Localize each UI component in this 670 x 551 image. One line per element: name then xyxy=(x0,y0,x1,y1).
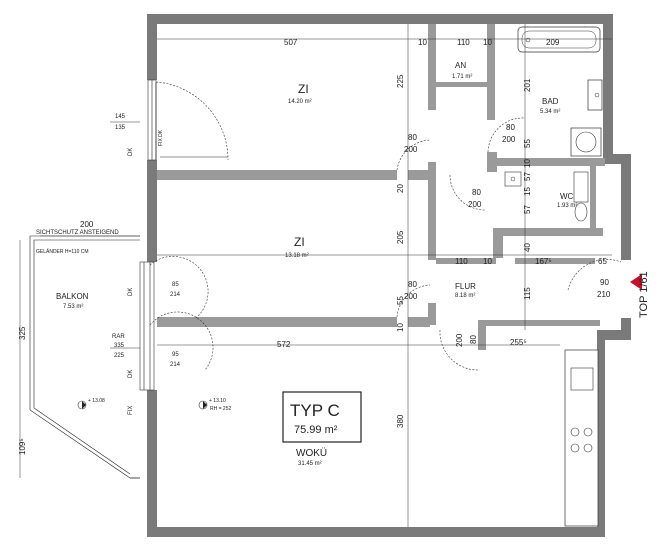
door-zi2-height: 200 xyxy=(404,292,418,301)
door-woku-width: 80 xyxy=(469,335,478,344)
dim-15: 15 xyxy=(523,187,532,196)
dim-225: 225 xyxy=(396,74,405,88)
dimension-lines xyxy=(19,24,612,527)
dim-380: 380 xyxy=(396,414,405,428)
dim-110b: 110 xyxy=(455,257,468,266)
door-wc-width: 80 xyxy=(472,188,481,197)
dim-572: 572 xyxy=(277,340,291,349)
room-bad-name: BAD xyxy=(542,97,559,106)
room-an-area: 1.71 m² xyxy=(452,74,472,80)
room-wc-area: 1.93 m² xyxy=(557,203,577,209)
dim-255: 255⁵ xyxy=(510,338,527,347)
door-bad-width: 80 xyxy=(506,123,515,132)
dim-57a: 57 xyxy=(523,172,532,181)
dim-40: 40 xyxy=(523,243,532,252)
door-entry-width: 90 xyxy=(600,278,609,287)
windows-left xyxy=(139,79,157,391)
label-dk1: DK xyxy=(128,148,134,156)
dim-214a: 214 xyxy=(170,292,181,298)
dim-325: 325 xyxy=(18,326,27,340)
dim-20: 20 xyxy=(396,184,405,193)
room-flur-name: FLUR xyxy=(455,282,476,291)
door-entry-height: 210 xyxy=(597,290,611,299)
label-dk3: DK xyxy=(128,370,134,378)
dim-55a: 55 xyxy=(523,139,532,148)
level-2: + 13.10 xyxy=(209,398,226,404)
label-sichtschutz: SICHTSCHUTZ ANSTEIGEND xyxy=(36,230,119,236)
dim-507: 507 xyxy=(284,38,298,47)
kitchen-counter xyxy=(564,349,599,527)
dim-145: 145 xyxy=(115,114,126,120)
dim-55b: 55 xyxy=(396,296,405,305)
dim-57b: 57 xyxy=(523,205,532,214)
dim-205: 205 xyxy=(396,230,405,244)
dim-10d: 10 xyxy=(523,159,532,168)
dim-10b: 10 xyxy=(483,38,492,47)
label-rar: RAR xyxy=(112,334,125,340)
door-bad-height: 200 xyxy=(502,135,516,144)
level-1: + 13.08 xyxy=(88,398,105,404)
bathtub xyxy=(517,26,601,53)
toilet xyxy=(573,171,589,222)
label-fix: FIX xyxy=(128,406,134,415)
door-zi1-height: 200 xyxy=(404,145,418,154)
room-zi1-name: ZI xyxy=(298,82,309,96)
dim-95: 95 xyxy=(172,352,179,358)
type-label: TYP C xyxy=(290,401,340,420)
door-zi1-width: 80 xyxy=(408,133,417,142)
outer-walls xyxy=(147,14,631,537)
room-balkon-name: BALKON xyxy=(56,292,89,301)
room-balkon-area: 7.53 m² xyxy=(63,304,83,310)
inner-walls xyxy=(157,24,605,350)
door-woku-height: 200 xyxy=(455,333,464,347)
room-zi2-area: 13.18 m² xyxy=(285,253,309,259)
entry-arrow-icon xyxy=(630,274,642,290)
dim-115: 115 xyxy=(523,287,532,300)
type-box xyxy=(282,391,362,443)
room-zi2-name: ZI xyxy=(294,235,305,249)
room-woku-name: WOKÜ xyxy=(296,447,327,459)
dim-109: 109⁵ xyxy=(18,438,27,455)
dim-85: 85 xyxy=(172,282,179,288)
dim-10a: 10 xyxy=(418,38,427,47)
label-fixdk: FIX DK xyxy=(158,129,164,146)
dim-10c: 10 xyxy=(396,323,405,332)
total-area: 75.99 m² xyxy=(294,424,338,436)
level-markers xyxy=(77,400,208,410)
top-label: TOP 1/61 xyxy=(638,271,650,318)
dim-135: 135 xyxy=(115,125,126,131)
label-dk2: DK xyxy=(128,288,134,296)
label-gelaender: GELÄNDER H=110 CM xyxy=(36,248,89,255)
dim-167: 167⁵ xyxy=(535,257,552,266)
dim-10e: 10 xyxy=(483,257,492,266)
dim-110a: 110 xyxy=(457,38,470,47)
door-wc-height: 200 xyxy=(468,200,482,209)
room-an-name: AN xyxy=(455,61,466,70)
sink-bad xyxy=(587,79,603,111)
door-zi2-width: 80 xyxy=(408,280,417,289)
label-rh: RH = 252 xyxy=(210,406,231,412)
dim-225b: 225 xyxy=(114,353,125,359)
dim-209: 209 xyxy=(546,38,560,47)
sink-wc xyxy=(504,171,522,187)
dim-214b: 214 xyxy=(170,362,181,368)
dim-335: 335 xyxy=(114,343,125,349)
washer xyxy=(570,127,602,157)
door-swings xyxy=(149,81,622,371)
dim-65: 65 xyxy=(598,257,607,266)
dim-200: 200 xyxy=(80,220,94,229)
room-zi1-area: 14.20 m² xyxy=(288,99,312,105)
room-wc-name: WC xyxy=(560,192,574,201)
dim-201: 201 xyxy=(523,78,532,92)
room-bad-area: 5.34 m² xyxy=(540,109,560,115)
room-flur-area: 8.18 m² xyxy=(455,293,475,299)
room-woku-area: 31.45 m² xyxy=(298,461,322,467)
